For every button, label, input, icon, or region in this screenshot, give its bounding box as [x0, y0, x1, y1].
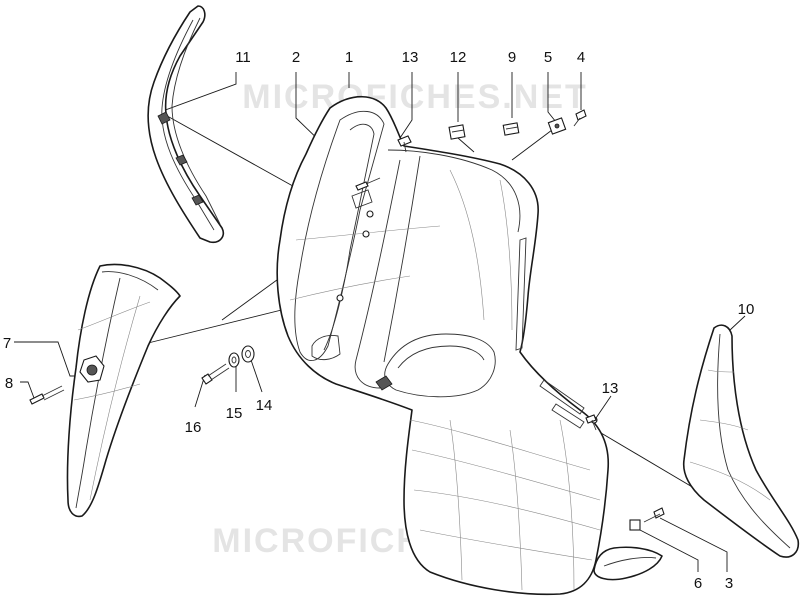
callout-14: 14 [256, 397, 273, 414]
part-15-washer [228, 352, 240, 368]
part-6-bottom-trim [593, 519, 663, 581]
callout-8: 8 [5, 375, 13, 392]
part-16-screw [201, 363, 230, 385]
part-4-screw [573, 109, 587, 127]
part-10-right-panel [682, 324, 800, 558]
callout-5: 5 [544, 49, 552, 66]
callout-13-lower: 13 [602, 380, 619, 397]
callout-2: 2 [292, 49, 300, 66]
part-14-washer [241, 345, 255, 363]
callout-15: 15 [226, 405, 243, 422]
callout-labels: 11 2 1 13 12 9 5 4 7 8 16 15 14 10 13 6 … [3, 49, 755, 592]
part-13-screw-top [397, 135, 412, 153]
callout-7: 7 [3, 335, 11, 352]
part-1-front-shield [276, 96, 610, 596]
callout-16: 16 [185, 419, 202, 436]
callout-10: 10 [738, 301, 755, 318]
callout-3: 3 [725, 575, 733, 592]
callout-6: 6 [694, 575, 702, 592]
callout-1: 1 [345, 49, 353, 66]
callout-4: 4 [577, 49, 585, 66]
callout-11: 11 [235, 49, 251, 66]
part-2-screw [355, 177, 381, 191]
part-9-clip [502, 122, 520, 136]
part-12-clip [448, 124, 466, 140]
watermark-top: MICROFICHES.NET [242, 78, 587, 116]
part-7-left-panel [66, 263, 181, 518]
callout-12: 12 [450, 49, 467, 66]
part-8-screw [29, 385, 65, 405]
part-3-screw [643, 507, 665, 523]
callout-9: 9 [508, 49, 516, 66]
callout-13-top: 13 [402, 49, 419, 66]
part-5-nut [547, 117, 567, 135]
part-11-trim-strip [147, 5, 225, 244]
part-13-screw-lower [585, 414, 597, 431]
